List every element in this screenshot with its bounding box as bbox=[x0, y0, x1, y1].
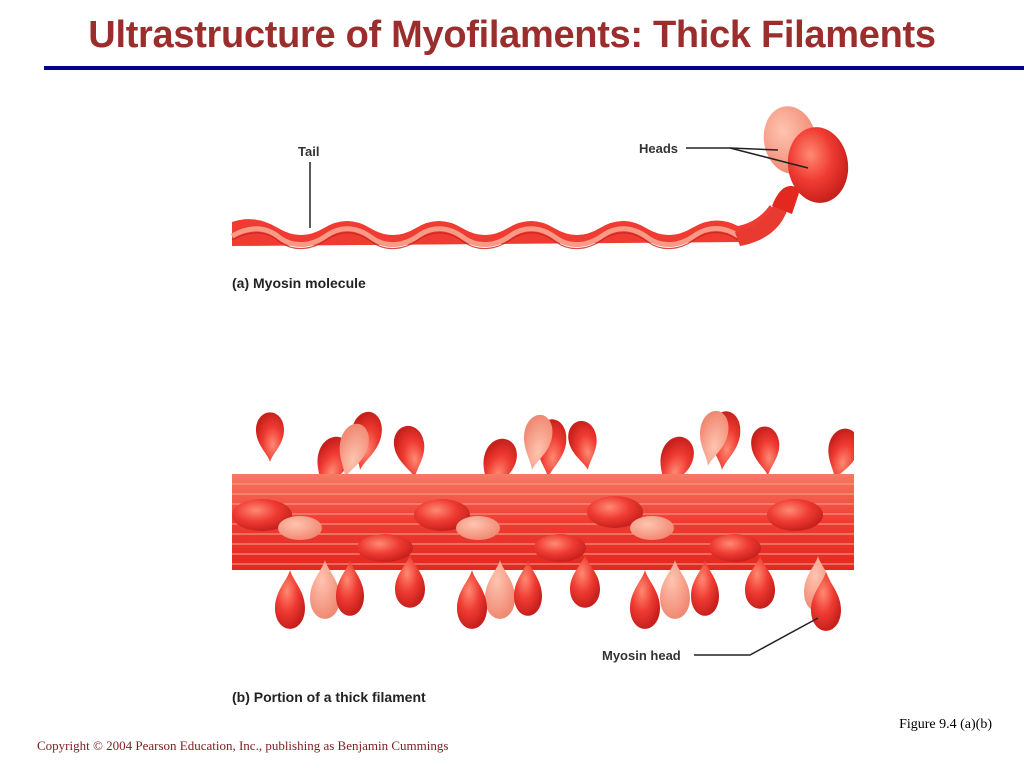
myosin-head-leader-line bbox=[694, 617, 819, 656]
thick-filament-icon bbox=[232, 408, 854, 631]
caption-a: (a) Myosin molecule bbox=[232, 275, 366, 291]
caption-b: (b) Portion of a thick filament bbox=[232, 689, 426, 705]
label-heads: Heads bbox=[639, 141, 678, 156]
copyright-notice: Copyright © 2004 Pearson Education, Inc.… bbox=[37, 738, 449, 753]
label-myosin-head: Myosin head bbox=[602, 648, 681, 663]
myosin-molecule-icon bbox=[230, 106, 849, 250]
title-underline bbox=[44, 66, 1024, 70]
figure-reference: Figure 9.4 (a)(b) bbox=[899, 717, 992, 732]
label-tail: Tail bbox=[298, 144, 319, 159]
page-title: Ultrastructure of Myofilaments: Thick Fi… bbox=[88, 14, 936, 56]
